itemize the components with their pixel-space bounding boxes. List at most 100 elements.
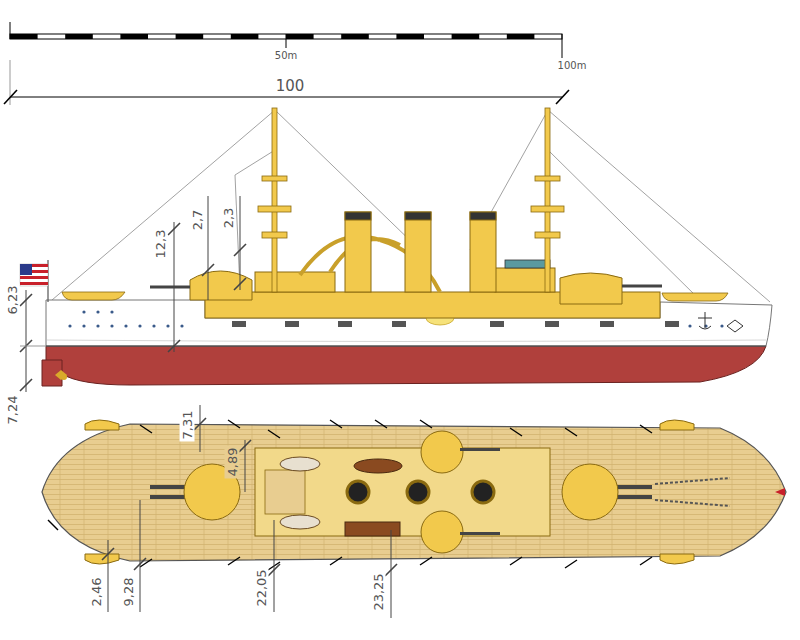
plan-dimensions — [102, 405, 397, 618]
funnel-cap — [345, 212, 371, 220]
dimension-label: 6,23 — [5, 284, 20, 317]
side-view — [20, 108, 772, 386]
dimension-tick — [234, 278, 246, 290]
casemate-guns — [232, 321, 679, 327]
dimension-tick — [4, 90, 17, 104]
wing-turrets — [421, 431, 500, 553]
funnels — [345, 212, 496, 292]
fighting-top — [535, 232, 560, 238]
bow-crest — [727, 320, 743, 332]
dimension-line — [10, 97, 562, 98]
dimension-tick — [234, 244, 246, 256]
fore-turret-plan — [562, 464, 652, 520]
funnel — [345, 212, 371, 292]
dimension-label: 22,05 — [254, 567, 269, 608]
dimension-label: 100 — [274, 78, 307, 95]
side-dimensions — [20, 196, 246, 392]
frame-ticks — [48, 420, 652, 570]
funnel — [470, 212, 496, 292]
dimension-label: 2,3 — [221, 206, 236, 231]
dimension-line — [26, 290, 27, 392]
stern-ornament — [55, 370, 67, 380]
dimension-tick — [202, 264, 214, 276]
dimension-tick — [194, 418, 206, 430]
bow-boat — [662, 293, 728, 301]
scale-tick — [10, 22, 11, 39]
scale-label: 50m — [273, 50, 299, 62]
dimension-tick — [168, 340, 180, 352]
dimension-label: 7,24 — [5, 394, 20, 427]
scale-tick — [286, 34, 287, 48]
stay-line — [52, 110, 275, 300]
boat — [354, 459, 402, 473]
dimension-tick — [20, 294, 32, 306]
dimension-line — [274, 520, 275, 612]
funnel-cap — [405, 212, 431, 220]
anchor — [698, 312, 712, 329]
bridge-windows — [505, 260, 550, 268]
scale-tick — [562, 34, 563, 58]
dimension-label: 12,3 — [153, 228, 168, 261]
mast-platform — [262, 176, 287, 181]
dimension-tick — [134, 558, 146, 570]
dimension-line — [140, 500, 141, 612]
mast-platform — [535, 176, 560, 181]
stern-boat — [62, 292, 125, 300]
turret-gun — [622, 285, 662, 288]
dimension-line — [174, 222, 175, 352]
dimension-tick — [268, 564, 280, 576]
funnel-cap — [470, 212, 496, 220]
masts — [258, 108, 564, 292]
fighting-top — [258, 206, 291, 212]
fore-mast — [545, 108, 550, 292]
funnel-top — [347, 481, 369, 503]
boat — [280, 515, 320, 529]
aft-mast — [272, 108, 277, 292]
deckhouse — [265, 470, 305, 514]
dimension-label: 7,31 — [180, 409, 195, 442]
superstructure-deck — [255, 448, 550, 536]
dimension-line — [245, 440, 246, 492]
turret-gun — [150, 286, 190, 289]
aft-turret — [190, 271, 252, 300]
funnel-top — [472, 481, 494, 503]
dimension-label: 9,28 — [121, 576, 136, 609]
dimension-line — [208, 196, 209, 300]
waterline — [46, 345, 766, 346]
anchor-chains — [655, 478, 730, 506]
scale-label: 100m — [556, 60, 589, 72]
boot-line — [46, 340, 766, 342]
length-dimension — [4, 60, 569, 105]
dimension-tick — [239, 440, 251, 452]
plan-view — [42, 420, 786, 570]
dimension-line — [200, 405, 201, 452]
stay-line — [235, 150, 275, 175]
deck-outline — [42, 424, 786, 561]
dimension-tick — [385, 564, 397, 576]
rigging — [52, 110, 770, 302]
dimension-label: 2,46 — [89, 576, 104, 609]
dimension-tick — [168, 223, 180, 235]
dimension-tick — [556, 90, 569, 104]
fighting-top — [262, 232, 287, 238]
extension-line — [20, 346, 46, 347]
davit-boats — [85, 420, 694, 564]
boat — [280, 457, 320, 471]
funnel-top — [407, 481, 429, 503]
dimension-line — [108, 540, 109, 612]
fighting-top — [531, 206, 564, 212]
fore-turret — [560, 273, 622, 304]
launch — [345, 522, 400, 536]
us-flag — [20, 264, 48, 286]
dimension-label: 4,89 — [225, 446, 240, 479]
dimension-tick — [102, 548, 114, 560]
dimension-tick — [20, 379, 32, 391]
deckhouse — [255, 272, 335, 292]
lower-hull — [46, 346, 766, 385]
funnel — [405, 212, 431, 292]
bow-jack — [775, 488, 785, 496]
dimension-line — [240, 196, 241, 290]
dimension-line — [391, 530, 392, 618]
dimension-label: 23,25 — [371, 571, 386, 612]
